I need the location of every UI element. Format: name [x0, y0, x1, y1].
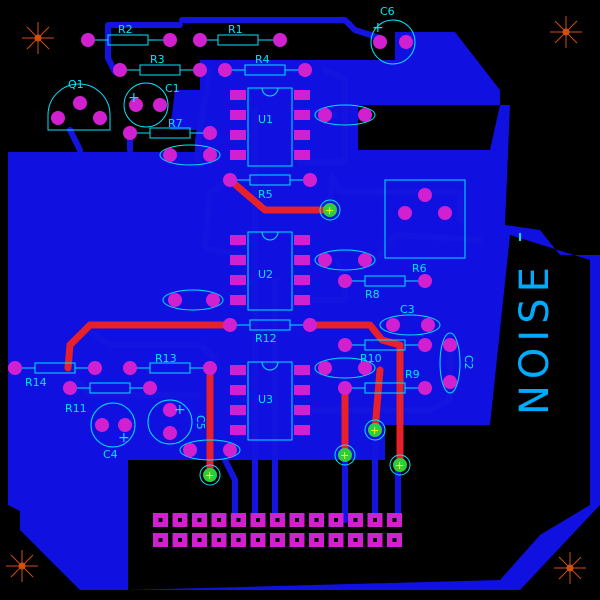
header-pad-hole — [314, 538, 319, 542]
header-pad-hole — [314, 518, 319, 522]
label-r3: R3 — [150, 53, 165, 66]
ic-pads — [230, 90, 310, 435]
label-r1: R1 — [228, 23, 243, 36]
label-r7: R7 — [168, 117, 183, 130]
svg-text:+: + — [128, 90, 140, 106]
component-outlines — [47, 19, 466, 461]
label-r12: R12 — [255, 332, 277, 345]
header-pad-hole — [158, 538, 163, 542]
fiducial-star-icon — [6, 16, 586, 584]
header-pad-hole — [256, 518, 260, 522]
label-c1: C1 — [165, 82, 180, 95]
label-r11: R11 — [65, 402, 87, 415]
header-pad-hole — [275, 538, 280, 542]
header-pad-hole — [373, 538, 377, 542]
header-pad-hole — [353, 518, 358, 522]
label-c2: C2 — [462, 355, 475, 370]
label-c5: C5 — [194, 415, 207, 430]
label-u3: U3 — [258, 393, 273, 406]
header-pad-hole — [334, 538, 338, 542]
header-pad-hole — [295, 538, 299, 542]
label-u2: U2 — [258, 268, 273, 281]
copper-lower-fill — [40, 430, 128, 590]
header-pad-hole — [334, 518, 338, 522]
header-pad-hole — [197, 518, 202, 522]
header-pad-hole — [236, 538, 241, 542]
ic-outlines — [247, 87, 293, 441]
header-pad-hole — [217, 538, 221, 542]
header-pad-hole — [392, 538, 397, 542]
svg-text:+: + — [118, 430, 130, 446]
header-pad-hole — [295, 518, 299, 522]
svg-text:+: + — [340, 449, 349, 462]
label-r13: R13 — [155, 352, 177, 365]
header-pad-hole — [158, 518, 163, 522]
header-pad-hole — [256, 538, 260, 542]
header-pad-hole — [373, 518, 377, 522]
header-pad-hole — [217, 518, 221, 522]
connector-header — [153, 513, 402, 547]
label-q1: Q1 — [68, 78, 84, 91]
label-r6: R6 — [412, 262, 427, 275]
header-pad-hole — [353, 538, 358, 542]
label-r9: R9 — [405, 368, 420, 381]
board-title: NOISE — [512, 261, 558, 415]
label-c3: C3 — [400, 303, 415, 316]
svg-text:+: + — [370, 424, 379, 437]
svg-text:+: + — [325, 204, 334, 217]
resistor-bodies — [15, 34, 425, 394]
header-pad-hole — [275, 518, 280, 522]
label-r10: R10 — [360, 352, 382, 365]
header-pad-hole — [178, 518, 182, 522]
header-pad-hole — [236, 518, 241, 522]
svg-text:+: + — [205, 469, 214, 482]
label-c6: C6 — [380, 5, 395, 18]
label-r5: R5 — [258, 188, 273, 201]
svg-text:+: + — [372, 20, 384, 36]
label-r4: R4 — [255, 53, 270, 66]
header-pad-hole — [197, 538, 202, 542]
label-r2: R2 — [118, 23, 133, 36]
test-points: + + + + + — [199, 199, 411, 486]
label-c4: C4 — [103, 448, 118, 461]
label-r8: R8 — [365, 288, 380, 301]
through-hole-pads — [8, 33, 457, 457]
svg-text:+: + — [395, 459, 404, 472]
plus-polarity-icon: + + + + — [118, 20, 384, 446]
svg-text:+: + — [174, 402, 186, 418]
header-pad-hole — [178, 538, 182, 542]
label-u1: U1 — [258, 113, 273, 126]
label-r14: R14 — [25, 376, 47, 389]
header-pad-hole — [392, 518, 397, 522]
